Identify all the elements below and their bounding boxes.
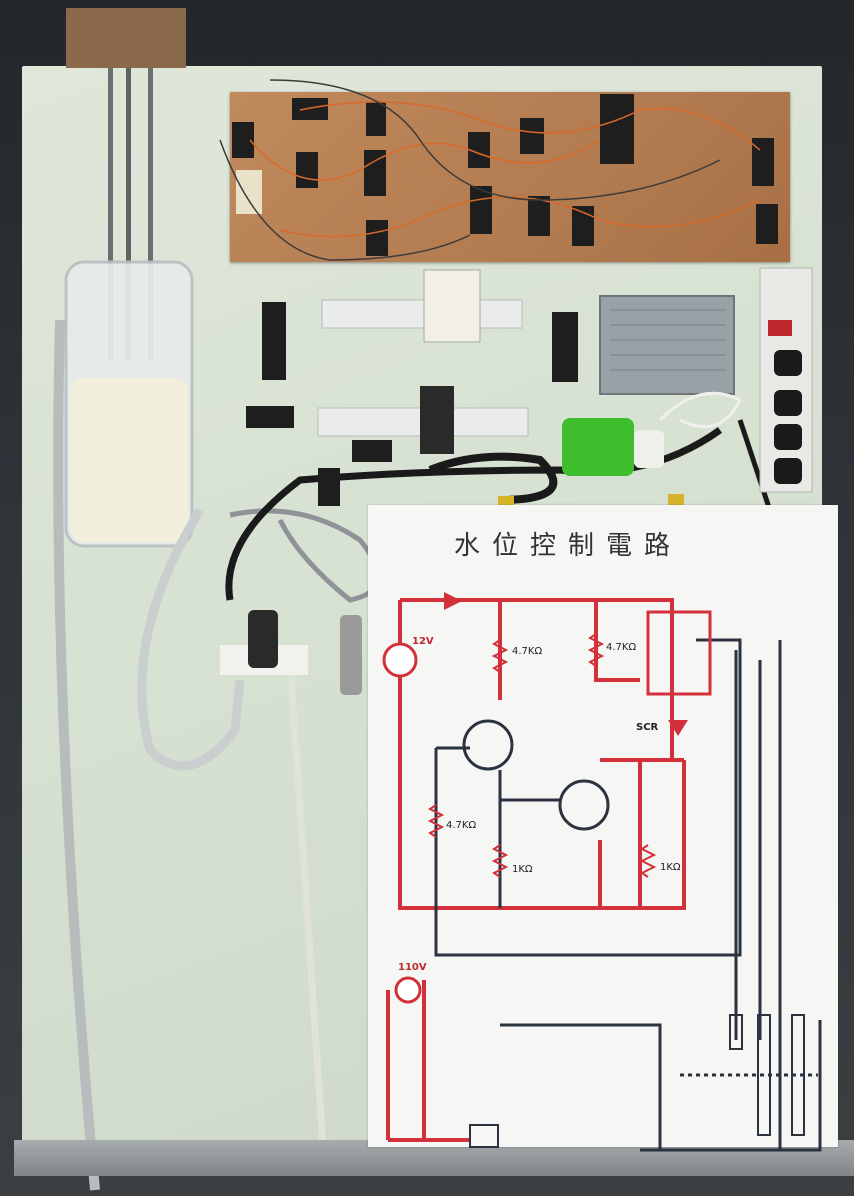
electrode (791, 1014, 805, 1136)
pump (469, 1124, 499, 1148)
scr-symbol (668, 720, 688, 736)
green-lamp (562, 418, 634, 476)
circuit-wire-red (594, 600, 640, 682)
solenoid-valve (248, 610, 278, 668)
black-cable (428, 452, 558, 504)
transistor (558, 779, 610, 831)
water-tank-outline (640, 1020, 822, 1152)
label-r1: 4.7KΩ (512, 646, 543, 657)
lamp-socket (634, 430, 664, 468)
terminal-block (752, 138, 774, 186)
electrode-rod (126, 30, 131, 360)
terminal-block (572, 206, 594, 246)
wooden-terminal-board (230, 92, 790, 262)
electrode-rod (148, 30, 153, 360)
water-tank-outline (500, 1023, 662, 1150)
circuit-wire-dark (434, 638, 742, 957)
terminal-block (232, 122, 254, 158)
transformer (236, 170, 262, 214)
float-switch (340, 615, 362, 695)
resistor (427, 804, 445, 838)
power-strip (759, 267, 813, 493)
terminal-block (318, 468, 340, 506)
terminal-block (246, 406, 294, 428)
wire (219, 139, 471, 261)
cardboard-box (66, 8, 186, 68)
power-switch (768, 320, 792, 336)
label-r2: 4.7KΩ (606, 642, 637, 653)
tube (53, 319, 100, 1191)
relay-socket (420, 386, 454, 454)
label-12v: 12V (412, 636, 434, 647)
circuit-wire-red (422, 980, 470, 1142)
relay (600, 94, 634, 164)
terminal-block (528, 196, 550, 236)
power-supply (599, 295, 735, 395)
terminal-block (364, 150, 386, 196)
terminal-block (366, 220, 388, 256)
wire (279, 196, 761, 238)
terminal-block (262, 302, 286, 380)
relay-box (646, 610, 712, 696)
label-scr: SCR (636, 722, 659, 733)
label-r3: 4.7KΩ (446, 820, 477, 831)
label-110v: 110V (398, 962, 427, 973)
label-r5: 1KΩ (660, 862, 681, 873)
ac-source-110v (394, 976, 422, 1004)
terminal-block (366, 102, 386, 136)
terminal-block (520, 118, 544, 154)
outlet (774, 390, 802, 416)
thin-tube (286, 659, 329, 1176)
outlet (774, 458, 802, 484)
electrode (729, 1014, 743, 1050)
wire (249, 139, 601, 181)
din-rail (321, 299, 523, 329)
resistor (639, 844, 657, 878)
circuit-wire-red (398, 600, 686, 910)
electrode-rod (108, 30, 113, 360)
terminal-block (292, 98, 328, 120)
resistor (587, 633, 605, 667)
label-r4: 1KΩ (512, 864, 533, 875)
diode (444, 592, 462, 610)
poster-title: 水位控制電路 (453, 531, 682, 561)
outlet (774, 424, 802, 450)
electrode (757, 1014, 771, 1136)
relay-module (423, 269, 481, 343)
hose (137, 507, 245, 771)
terminal-block (468, 132, 490, 168)
terminal-block (552, 312, 578, 382)
ac-source-12v (382, 642, 418, 678)
wire (269, 79, 721, 201)
outlet (774, 350, 802, 376)
terminal-block (352, 440, 392, 462)
resistor (491, 639, 509, 673)
transistor (462, 719, 514, 771)
wire (299, 101, 761, 151)
circuit-wire-red (400, 598, 674, 760)
water-level (70, 378, 188, 542)
resistor (491, 844, 509, 878)
terminal-block (756, 204, 778, 244)
white-cable (658, 391, 743, 429)
